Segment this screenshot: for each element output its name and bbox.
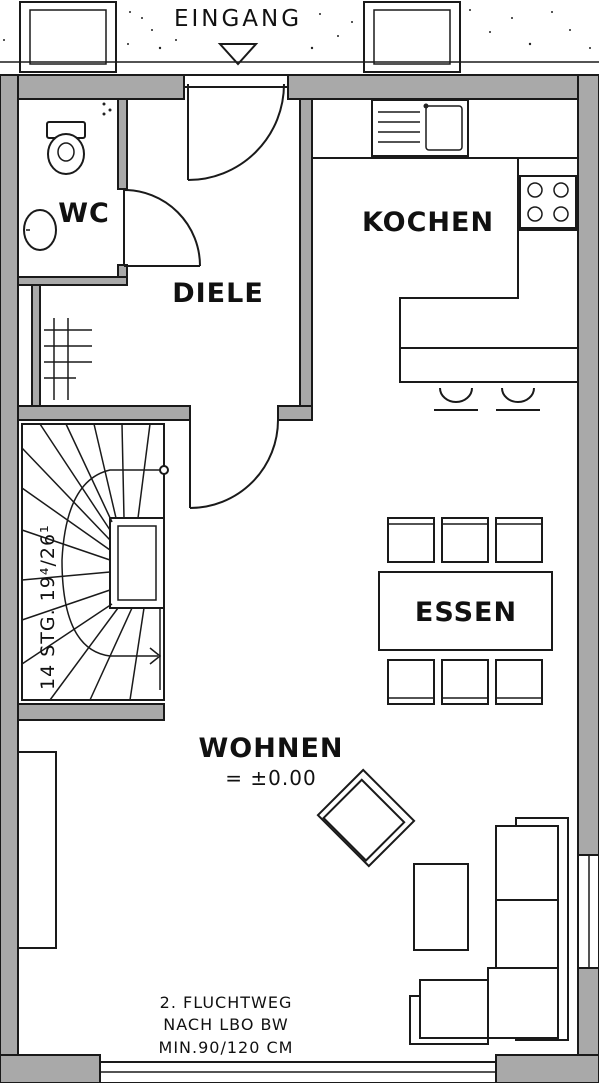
- stove-icon: [519, 175, 577, 229]
- room-label-wohnen: WOHNEN: [199, 733, 344, 764]
- dining-table: [378, 571, 553, 651]
- floor-level-label: = ±0.00: [225, 766, 316, 790]
- living-door: [189, 419, 279, 509]
- dining-chairs: [387, 517, 543, 705]
- exterior-gravel: [3, 9, 591, 50]
- bar-stool-icon: [496, 387, 540, 411]
- wc-vent-dots: [102, 102, 112, 116]
- sideboard: [17, 751, 57, 949]
- staircase: [21, 423, 169, 701]
- kitchen-sink-icon: [371, 99, 469, 157]
- right-window: [577, 854, 599, 969]
- coffee-table: [413, 863, 469, 951]
- escape-note-line-3: MIN.90/120 CM: [159, 1038, 294, 1057]
- diele-shelf: [44, 318, 92, 400]
- kitchen-counter: [312, 157, 578, 383]
- escape-note-line-1: 2. FLUCHTWEG: [160, 993, 293, 1012]
- entrance-door: [183, 74, 289, 181]
- toilet-icon: [46, 121, 86, 175]
- exterior-box-left: [19, 1, 117, 73]
- stair-label: 14 STG. 19⁴/26¹: [37, 524, 59, 690]
- armchair-icon: [316, 768, 416, 868]
- room-label-kochen: KOCHEN: [362, 207, 494, 238]
- bottom-window: [99, 1061, 497, 1083]
- exterior-box-right: [363, 1, 461, 73]
- entrance-arrow-icon: [217, 43, 259, 66]
- room-label-essen: ESSEN: [415, 597, 517, 628]
- entrance-label: EINGANG: [174, 6, 302, 32]
- sofa-icon: [409, 817, 569, 1045]
- room-label-diele: DIELE: [172, 278, 264, 309]
- wc-door: [123, 189, 201, 267]
- room-label-wc: WC: [58, 198, 110, 229]
- bar-stool-icon: [434, 387, 478, 411]
- escape-note-line-2: NACH LBO BW: [163, 1015, 288, 1034]
- washbasin-icon: [23, 209, 57, 251]
